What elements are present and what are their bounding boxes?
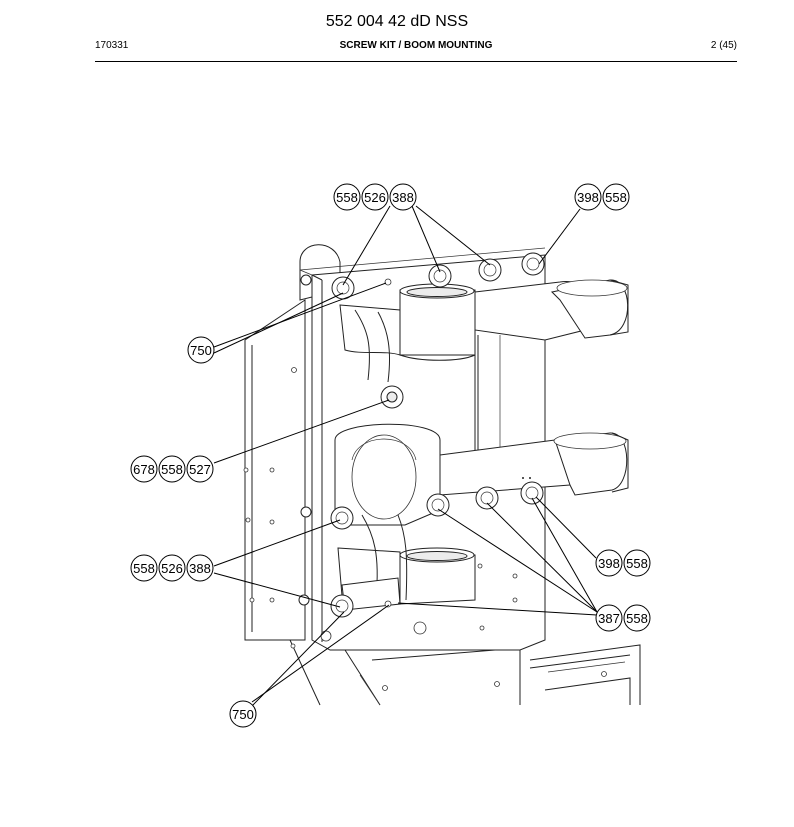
leader-lines	[213, 205, 598, 707]
bolt-heads	[298, 252, 545, 618]
callout-circle	[361, 183, 389, 211]
support-leg-left	[289, 639, 321, 706]
callout-lower-washer: 750	[229, 700, 257, 728]
callout-circle	[574, 183, 602, 211]
callout-center-nut-group: 678 558 527	[130, 455, 214, 483]
callout-circle	[158, 554, 186, 582]
callout-label: 558	[161, 462, 183, 477]
callout-circle	[623, 604, 651, 632]
callout-label: 558	[626, 556, 648, 571]
callout-circle	[130, 554, 158, 582]
callout-label: 387	[598, 611, 620, 626]
header-date: 170331	[95, 40, 129, 51]
rear-plate	[244, 299, 306, 641]
callout-label: 527	[189, 462, 211, 477]
callout-circle	[158, 455, 186, 483]
callout-circle	[229, 700, 257, 728]
header-title: SCREW KIT / BOOM MOUNTING	[339, 40, 493, 51]
callout-label: 750	[190, 343, 212, 358]
callout-circle	[623, 549, 651, 577]
callout-circle	[595, 604, 623, 632]
callout-top-right-group: 398 558	[574, 183, 630, 211]
upper-washer-part	[384, 278, 392, 286]
lower-washer-part	[384, 600, 392, 608]
upper-bushing	[399, 289, 476, 356]
callout-lower-left-group: 558 526 388	[130, 554, 214, 582]
document-number: 552 004 42 dD NSS	[325, 13, 469, 30]
header-page-number: 2 (45)	[710, 40, 737, 51]
callout-label: 558	[605, 190, 627, 205]
callout-top-left-group: 558 526 388	[333, 183, 417, 211]
callouts: 558 526 388 398 558 750 678 558 527 558 526 388 398 5…	[130, 183, 651, 728]
callout-upper-washer: 750	[187, 336, 215, 364]
callout-label: 526	[364, 190, 386, 205]
callout-circle	[333, 183, 361, 211]
callout-circle	[187, 336, 215, 364]
callout-circle	[130, 455, 158, 483]
callout-label: 558	[336, 190, 358, 205]
callout-label: 388	[189, 561, 211, 576]
callout-label: 388	[392, 190, 414, 205]
callout-label: 558	[626, 611, 648, 626]
callout-label: 398	[577, 190, 599, 205]
callout-circle	[186, 455, 214, 483]
callout-label: 398	[598, 556, 620, 571]
machine-frame	[494, 644, 641, 705]
mounting-illustration	[243, 244, 641, 706]
header-divider	[95, 61, 737, 62]
callout-label: 558	[133, 561, 155, 576]
callout-label: 526	[161, 561, 183, 576]
callout-label: 678	[133, 462, 155, 477]
callout-circle	[389, 183, 417, 211]
callout-circle	[602, 183, 630, 211]
callout-label: 750	[232, 707, 254, 722]
header-row: 170331 SCREW KIT / BOOM MOUNTING 2 (45)	[95, 40, 737, 54]
callout-bottom-right-group: 387 558	[595, 604, 651, 632]
callout-circle	[186, 554, 214, 582]
callout-circle	[595, 549, 623, 577]
callout-lower-right-group: 398 558	[595, 549, 651, 577]
